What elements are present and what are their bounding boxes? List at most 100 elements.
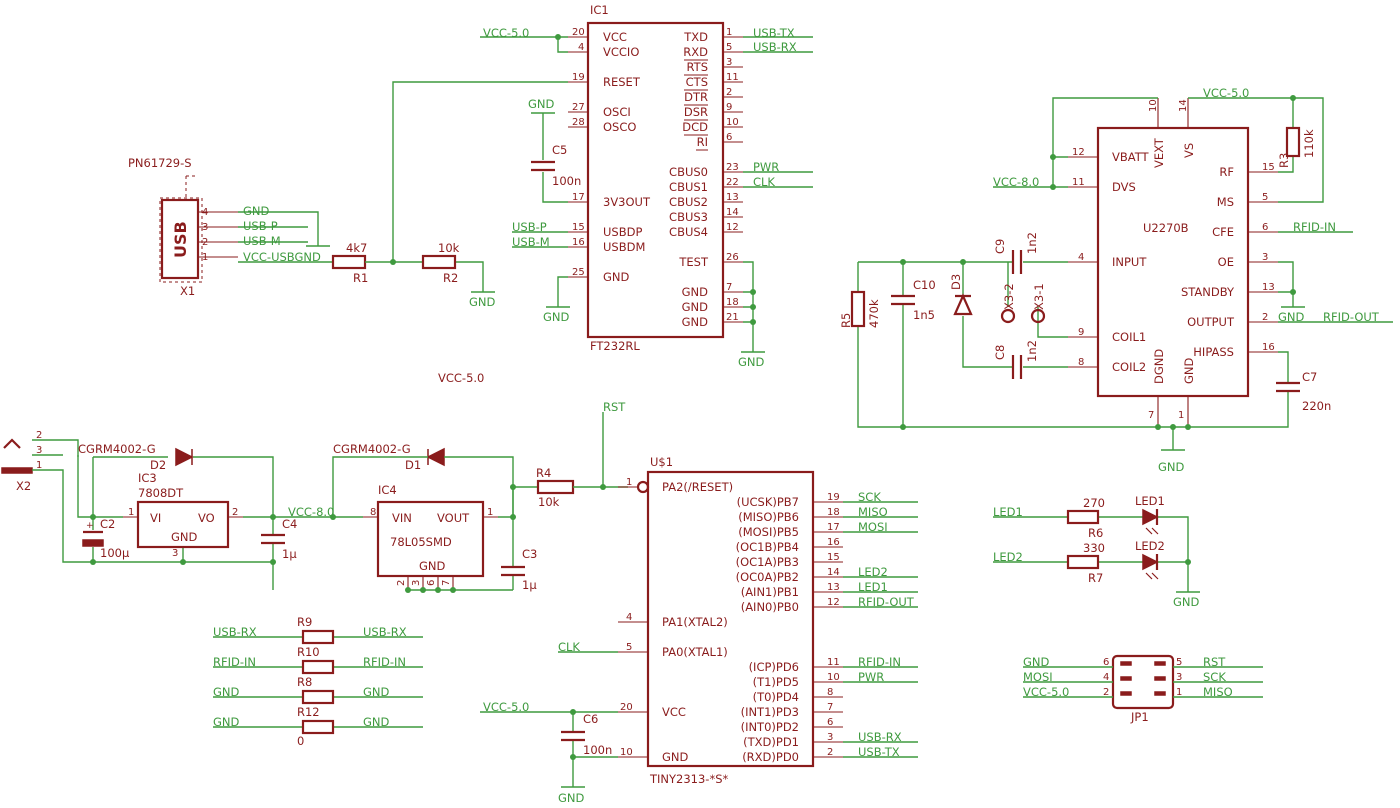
svg-text:+: + bbox=[86, 521, 94, 531]
ic1-pin-name: RXD bbox=[683, 45, 708, 59]
jp1-isp-header: JP1 6 4 2 5 3 1 GND MOSI VCC-5.0 RST SCK… bbox=[1023, 654, 1263, 724]
jp1-net: RST bbox=[1203, 655, 1226, 669]
x1-net-usbm: USB-M bbox=[243, 234, 281, 248]
c6-value: 100n bbox=[583, 743, 612, 757]
u1-pin-name: (AIN0)PB0 bbox=[741, 600, 799, 614]
jp1-net: SCK bbox=[1203, 670, 1226, 684]
ic3-pin-number: 3 bbox=[172, 548, 178, 559]
jumper-ref: R10 bbox=[297, 645, 320, 659]
ic1-pin-name: CBUS1 bbox=[669, 180, 708, 194]
ic1-pin-number: 10 bbox=[726, 117, 739, 128]
u1-pin-number: 10 bbox=[620, 747, 633, 758]
c3-capacitor: C3 1µ bbox=[501, 484, 538, 592]
ic1-pin-name: GND bbox=[603, 270, 630, 284]
ic3-value: 7808DT bbox=[138, 486, 184, 500]
ic1-pin-name: VCC bbox=[603, 30, 627, 44]
u2270b-pin-number: 8 bbox=[1078, 357, 1084, 368]
c5-capacitor: GND C5 100n bbox=[528, 97, 581, 203]
u1-pin-name: (T1)PD5 bbox=[753, 675, 799, 689]
c8-value: 1n2 bbox=[1025, 340, 1039, 362]
u1-net: USB-TX bbox=[858, 745, 900, 759]
ic1-net-gnd-left: GND bbox=[543, 310, 570, 324]
d2-value: CGRM4002-G bbox=[78, 442, 156, 456]
u2270b-pin-name: DGND bbox=[1152, 349, 1166, 384]
u2270b-pin-name: VEXT bbox=[1152, 137, 1166, 168]
jumper-ref: R8 bbox=[297, 675, 312, 689]
d1-value: CGRM4002-G bbox=[333, 442, 411, 456]
ic1-value: FT232RL bbox=[590, 339, 640, 353]
c9-ref: C9 bbox=[993, 239, 1007, 254]
led-ref: LED1 bbox=[1135, 494, 1165, 508]
u1-pin-name: (OC1A)PB3 bbox=[736, 555, 799, 569]
led-res-value: 330 bbox=[1083, 541, 1105, 555]
u1-pin-number: 14 bbox=[827, 567, 840, 578]
u1-pin-number: 20 bbox=[620, 702, 633, 713]
x1-ref: X1 bbox=[180, 284, 195, 298]
u1-pin-name: (TXD)PD1 bbox=[743, 735, 799, 749]
ic1-pin-name: GND bbox=[682, 315, 709, 329]
u2270b-net-vcc5: VCC-5.0 bbox=[1203, 86, 1249, 100]
u1-pin-number: 4 bbox=[626, 612, 632, 623]
u1-pin-number: 10 bbox=[827, 672, 840, 683]
u2270b-pin-number: 1 bbox=[1178, 410, 1184, 421]
x2-ref: X2 bbox=[16, 479, 31, 493]
ic1-pin-number: 6 bbox=[726, 132, 732, 143]
ic1-pin-name: GND bbox=[682, 285, 709, 299]
u1-pin-number: 17 bbox=[827, 522, 840, 533]
d2-ref: D2 bbox=[150, 458, 166, 472]
c9-value: 1n2 bbox=[1025, 232, 1039, 254]
u2270b-pin-number: 7 bbox=[1148, 410, 1154, 421]
x2-pin-number: 2 bbox=[36, 430, 42, 441]
u2270b-ic: U2270B VBATT DVS INPUT COIL1 COIL2 12 11… bbox=[993, 86, 1393, 474]
u2270b-pin-number: 12 bbox=[1072, 147, 1085, 158]
ic1-pin-number: 23 bbox=[726, 162, 739, 173]
ic1-pin-name: 3V3OUT bbox=[603, 195, 651, 209]
led-res-ref: R7 bbox=[1088, 571, 1103, 585]
u1-pin-number: 12 bbox=[827, 597, 840, 608]
u2270b-pin-number: 2 bbox=[1262, 312, 1268, 323]
ic1-pin-name: RI bbox=[697, 135, 708, 149]
u1-pin-number: 18 bbox=[827, 507, 840, 518]
c8-ref: C8 bbox=[993, 345, 1007, 360]
x2-pin-number: 3 bbox=[36, 445, 42, 456]
ic3-7808dt: IC3 7808DT VI VO GND 1 2 3 bbox=[123, 471, 243, 559]
jp1-net: GND bbox=[1023, 655, 1050, 669]
c6-gnd: GND bbox=[558, 791, 585, 805]
ic1-net-pwr: PWR bbox=[753, 160, 779, 174]
ic1-pin-number: 26 bbox=[726, 252, 739, 263]
x1-usb-text: USB bbox=[171, 221, 190, 258]
u1-net: LED1 bbox=[858, 580, 888, 594]
jp1-net: MISO bbox=[1203, 685, 1233, 699]
r1-resistor: 4k7 R1 bbox=[331, 241, 368, 285]
ic1-pin-number: 17 bbox=[572, 192, 585, 203]
u2270b-pin-name: VS bbox=[1182, 143, 1196, 158]
u1-pin-number: 2 bbox=[827, 747, 833, 758]
ic1-net-usbtx: USB-TX bbox=[753, 26, 795, 40]
ic4-pin-number: 8 bbox=[370, 507, 376, 518]
ic3-pin-number: 1 bbox=[128, 507, 134, 518]
u2270b-pin-number: 5 bbox=[1262, 192, 1268, 203]
ic1-pin-name: CTS bbox=[686, 75, 708, 89]
u1-pin-name: (OC0A)PB2 bbox=[736, 570, 799, 584]
jumper-left-net: RFID-IN bbox=[213, 655, 256, 669]
c7-ref: C7 bbox=[1302, 370, 1317, 384]
u2270b-pin-number: 13 bbox=[1262, 282, 1275, 293]
ic1-pin-name: CBUS3 bbox=[669, 210, 708, 224]
ic1-pin-name: CBUS4 bbox=[669, 225, 708, 239]
ic3-ref: IC3 bbox=[138, 471, 157, 485]
u2270b-pin-name: INPUT bbox=[1112, 255, 1147, 269]
c6-capacitor: C6 100n GND bbox=[558, 709, 612, 805]
u2270b-net-gnd: GND bbox=[1158, 460, 1185, 474]
jp1-pin-number: 5 bbox=[1176, 657, 1182, 668]
r2-resistor: 10k R2 GND bbox=[421, 241, 496, 309]
x3-1-ref: X3-1 bbox=[1032, 283, 1046, 310]
x1-pin-number: 3 bbox=[202, 222, 208, 233]
x1-net-vcc: VCC-USBGND bbox=[243, 250, 321, 264]
x1-pin-number: 4 bbox=[202, 207, 208, 218]
ic4-pin-name: GND bbox=[419, 559, 446, 573]
ic1-pin-number: 9 bbox=[726, 102, 732, 113]
u2270b-pin-name: STANDBY bbox=[1181, 285, 1235, 299]
u1-pin-name: (AIN1)PB1 bbox=[741, 585, 799, 599]
ic3-pin-number: 2 bbox=[232, 507, 238, 518]
